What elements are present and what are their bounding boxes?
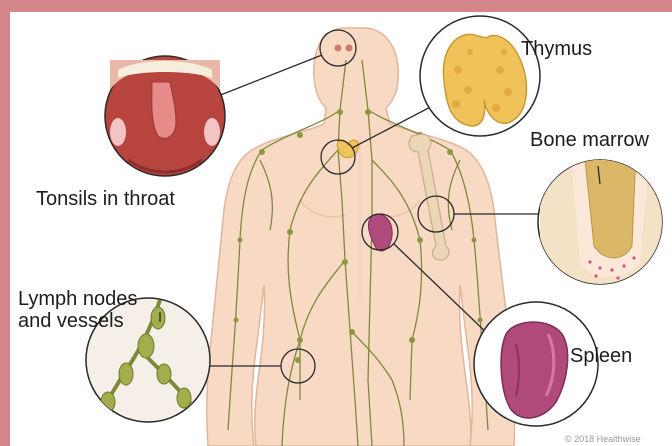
bone-marrow-magnified <box>538 150 670 300</box>
tonsils-magnified <box>105 56 225 176</box>
label-bone-marrow: Bone marrow <box>530 129 649 151</box>
label-lymph-nodes-line1: Lymph nodes <box>18 288 137 310</box>
lymphatic-system-illustration <box>10 12 672 446</box>
thymus-magnified <box>420 16 540 136</box>
label-thymus: Thymus <box>521 38 592 60</box>
copyright-notice: © 2018 Healthwise <box>565 434 641 444</box>
diagram-panel: Thymus Bone marrow Tonsils in throat Lym… <box>10 12 672 446</box>
label-lymph-nodes-line2: and vessels <box>18 310 124 332</box>
label-spleen: Spleen <box>570 345 632 367</box>
label-tonsils: Tonsils in throat <box>36 188 175 210</box>
